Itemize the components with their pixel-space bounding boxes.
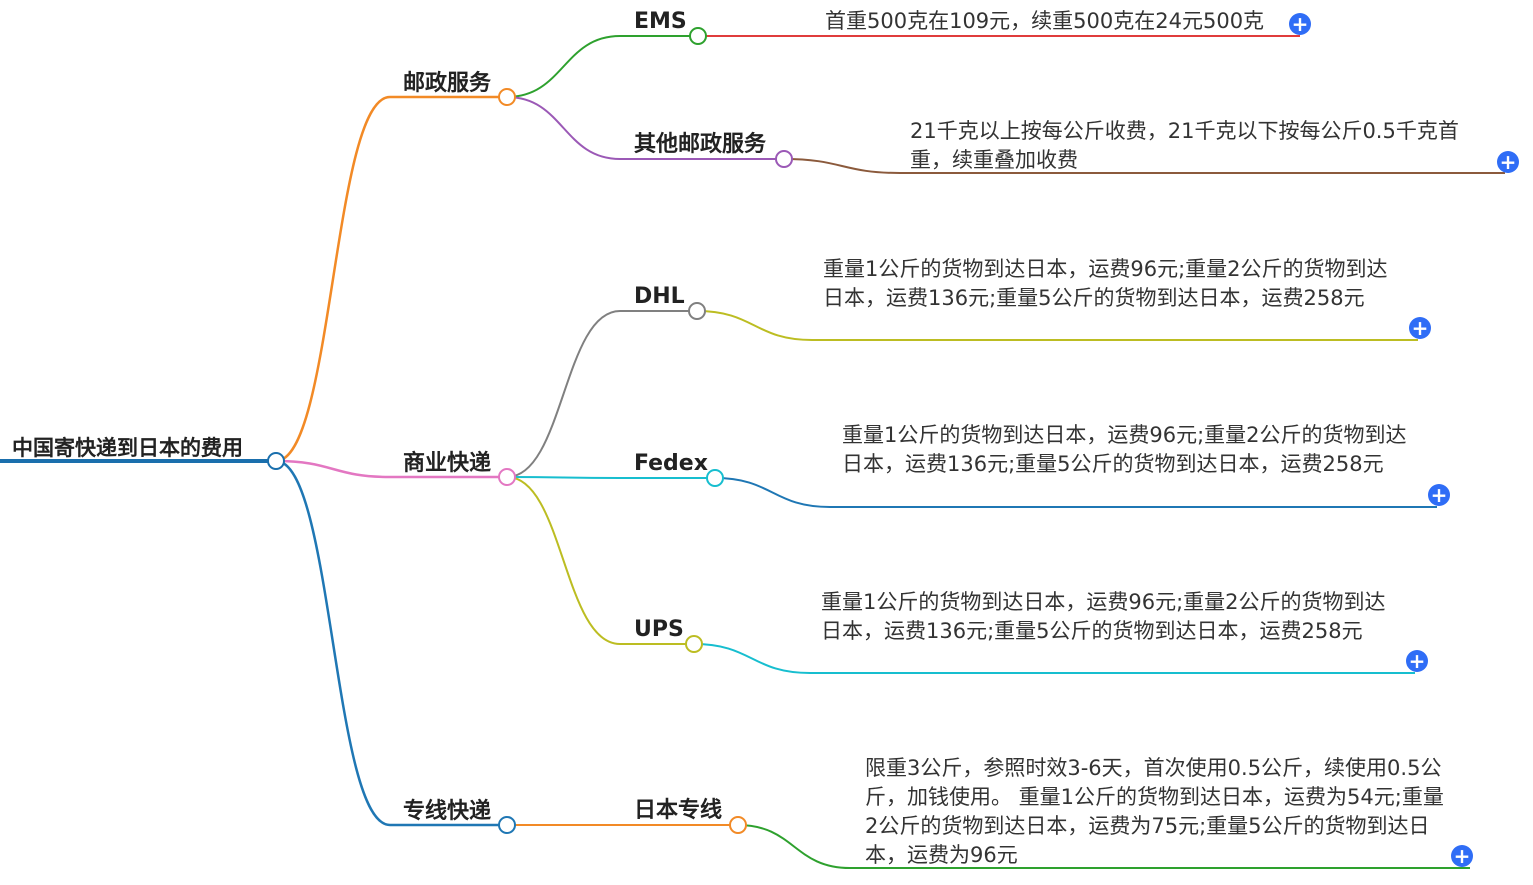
- leaf-description: 首重500克在109元，续重500克在24元500克: [825, 9, 1265, 33]
- plus-circle-icon[interactable]: +: [1428, 484, 1450, 506]
- leaf-description: 重量1公斤的货物到达日本，运费96元;重量2公斤的货物到达日本，运费136元;重…: [842, 423, 1407, 476]
- circle-node-icon[interactable]: [688, 302, 706, 320]
- leaf-connector: [506, 476, 621, 479]
- branch-connector: [275, 459, 391, 827]
- branch-topic: 商业快递: [403, 451, 492, 476]
- leaf-topic: 日本专线: [634, 798, 723, 823]
- leaf-description: 重量1公斤的货物到达日本，运费96元;重量2公斤的货物到达日本，运费136元;重…: [821, 590, 1386, 643]
- leaf-topic: 其他邮政服务: [634, 132, 767, 157]
- plus-circle-icon[interactable]: +: [1409, 317, 1431, 339]
- leaf-topic: UPS: [634, 617, 684, 642]
- desc-connector: [783, 158, 901, 174]
- plus-circle-icon[interactable]: +: [1406, 650, 1428, 672]
- leaf-connector: [506, 35, 621, 98]
- leaf-description: 21千克以上按每公斤收费，21千克以下按每公斤0.5千克首重，续重叠加收费: [910, 119, 1459, 172]
- circle-node-icon[interactable]: [685, 635, 703, 653]
- circle-node-icon[interactable]: [267, 452, 285, 470]
- circle-node-icon[interactable]: [775, 150, 793, 168]
- branch-connector: [275, 459, 391, 479]
- branch-topic: 专线快递: [403, 799, 492, 824]
- plus-circle-icon[interactable]: +: [1289, 13, 1311, 35]
- desc-connector: [714, 477, 831, 508]
- leaf-topic: EMS: [634, 9, 687, 34]
- circle-node-icon[interactable]: [706, 469, 724, 487]
- leaf-description: 重量1公斤的货物到达日本，运费96元;重量2公斤的货物到达日本，运费136元;重…: [823, 257, 1388, 310]
- plus-circle-icon[interactable]: +: [1497, 151, 1519, 173]
- root-topic: 中国寄快递到日本的费用: [12, 436, 243, 460]
- desc-connector: [737, 824, 851, 869]
- desc-connector: [696, 310, 813, 341]
- leaf-connector: [506, 96, 621, 160]
- desc-connector: [693, 643, 811, 674]
- circle-node-icon[interactable]: [498, 816, 516, 834]
- leaf-description: 限重3公斤，参照时效3-6天，首次使用0.5公斤，续使用0.5公斤，加钱使用。 …: [865, 756, 1444, 867]
- branch-topic: 邮政服务: [403, 71, 492, 96]
- leaf-topic: Fedex: [634, 451, 708, 476]
- branch-connector: [275, 95, 391, 463]
- plus-circle-icon[interactable]: +: [1451, 845, 1473, 867]
- circle-node-icon[interactable]: [729, 816, 747, 834]
- leaf-connector: [506, 476, 621, 645]
- circle-node-icon[interactable]: [498, 88, 516, 106]
- leaf-connector: [506, 310, 621, 478]
- leaf-topic: DHL: [634, 284, 685, 309]
- circle-node-icon[interactable]: [498, 468, 516, 486]
- circle-node-icon[interactable]: [689, 27, 707, 45]
